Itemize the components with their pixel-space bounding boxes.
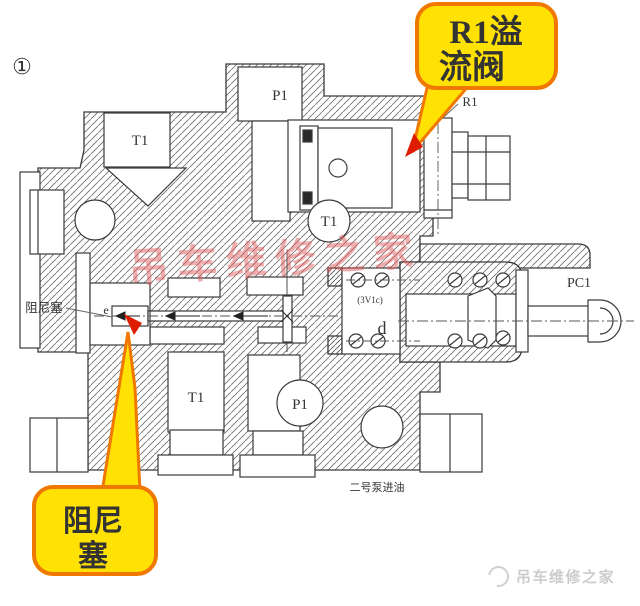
step-out-block xyxy=(419,413,483,473)
figure-number: ① xyxy=(12,54,32,79)
damping-plug-leader xyxy=(65,307,113,318)
callout-damping-line2: 塞 xyxy=(78,539,108,573)
callout-relief-valve: R1溢 流阀 xyxy=(405,2,558,157)
t1-plug-lower xyxy=(157,454,234,476)
pc1-spring-plate xyxy=(515,269,529,353)
watermark-corner-text: 吊车维修之家 xyxy=(516,569,616,586)
left-port xyxy=(29,189,65,255)
p1-column xyxy=(251,120,291,222)
seal-top xyxy=(302,129,313,143)
watermark-corner: 吊车维修之家 xyxy=(483,561,616,592)
t1-plug-upper xyxy=(169,429,224,456)
piston-hole xyxy=(328,158,348,178)
label-valve-code: (3V1c) xyxy=(357,295,383,305)
t1-port-top xyxy=(103,112,171,168)
flow-arrows xyxy=(114,309,294,323)
label-orifice-e: e xyxy=(103,303,108,317)
label-t1-bottom: T1 xyxy=(188,390,205,406)
label-t1-mid: T1 xyxy=(321,214,338,230)
junction-vertical xyxy=(282,295,293,343)
left-wall-plate xyxy=(75,252,91,354)
callout-relief-line2: 流阀 xyxy=(439,49,505,86)
label-r1: R1 xyxy=(462,94,477,109)
anchor-block-top xyxy=(327,267,343,287)
diagram-labels: ① T1 P1 T1 T1 P1 R1 PC1 (3V1c) d e 阻尼塞 二… xyxy=(12,54,591,494)
callout-damping-line1: 阻尼 xyxy=(63,505,123,538)
anchor-block-bottom xyxy=(327,335,343,355)
seal-bottom xyxy=(302,191,313,205)
r1-cap xyxy=(467,135,511,201)
relief-valve-assembly xyxy=(423,117,511,219)
land-upper-right xyxy=(246,276,304,296)
p1-port-top xyxy=(237,66,303,122)
bottom-left-block xyxy=(29,417,89,473)
label-orifice-d: d xyxy=(378,318,387,338)
label-pc1: PC1 xyxy=(567,276,591,291)
caption-pump-inlet: 二号泵进油 xyxy=(350,480,405,494)
t1-mid-circle xyxy=(307,199,351,243)
label-damping-plug-small: 阻尼塞 xyxy=(25,300,63,315)
callout-relief-arrow xyxy=(405,133,423,157)
label-t1-top: T1 xyxy=(132,133,149,149)
ports-and-chambers xyxy=(19,66,483,478)
callout-damping-plug: 阻尼 塞 xyxy=(32,314,158,576)
p1-bottom-circle xyxy=(276,379,324,427)
lower-right-bore xyxy=(360,405,404,449)
pc1-spring-coils xyxy=(447,272,511,349)
funnel-notch xyxy=(104,167,188,207)
pc1-cap xyxy=(587,299,622,343)
pc1-adjuster xyxy=(348,269,622,353)
label-p1-top: P1 xyxy=(272,88,288,104)
land-lower-left xyxy=(149,326,225,345)
land-lower-right xyxy=(257,326,307,344)
p1-plug-lower xyxy=(239,454,316,478)
callout-relief-line1: R1溢 xyxy=(449,14,522,51)
land-upper-left xyxy=(167,277,221,298)
t1-column-bottom xyxy=(167,351,225,433)
p1-plug-upper xyxy=(252,430,304,456)
left-chamber-ball xyxy=(74,199,116,241)
label-p1-bottom: P1 xyxy=(292,397,308,413)
callout-relief-bubble xyxy=(415,2,558,90)
callout-damping-bubble xyxy=(32,485,158,576)
r1-neck xyxy=(451,131,469,199)
callout-damping-arrow xyxy=(124,314,142,335)
watermark-logo-icon xyxy=(483,561,514,592)
